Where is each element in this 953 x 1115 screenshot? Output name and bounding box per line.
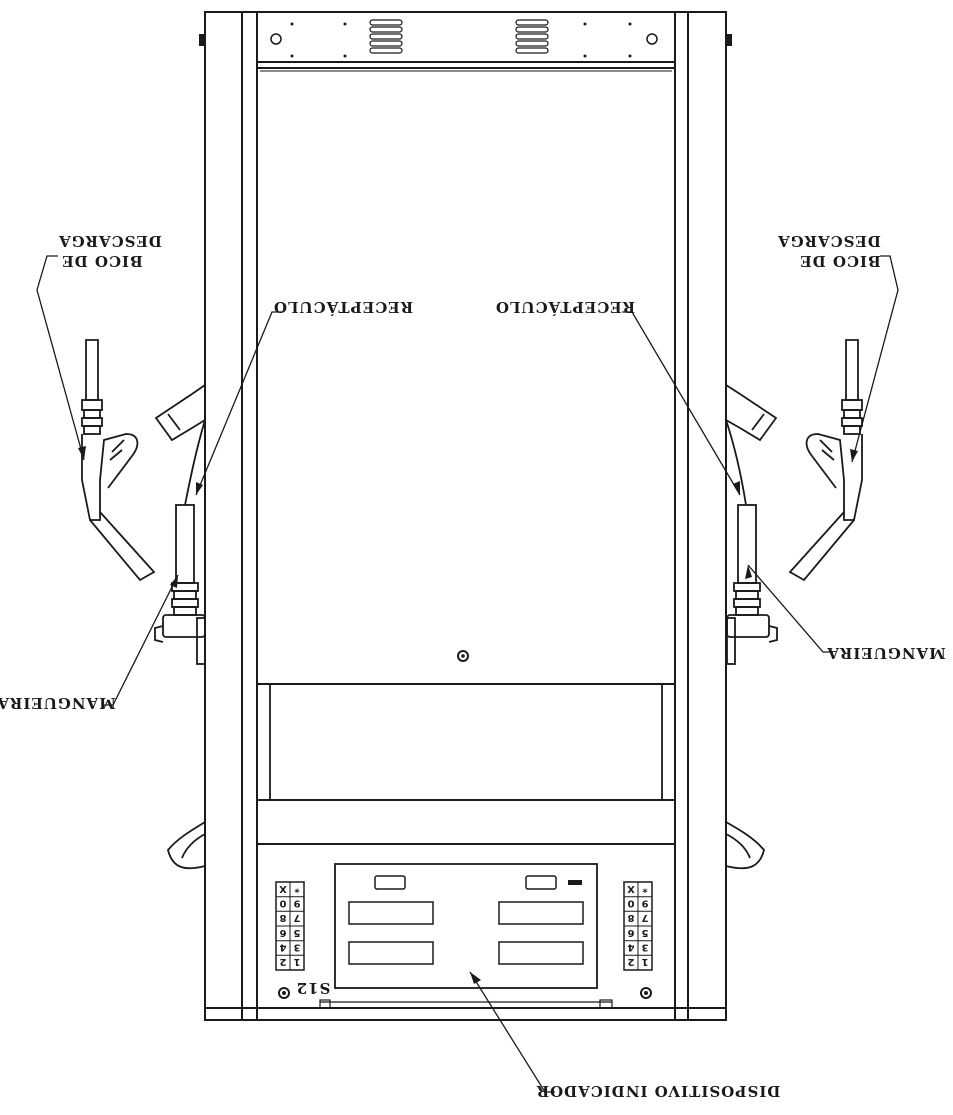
keypad-key: 0 (627, 898, 634, 909)
top-vent-panel (199, 19, 732, 58)
display-window (348, 901, 434, 925)
keypad-right: 1 2 3 4 5 6 7 8 9 0 * X (623, 881, 653, 971)
keypad-key: X (627, 883, 635, 894)
keypad-key: 3 (641, 942, 648, 953)
hose-right-label: MANGUEIRA (826, 644, 945, 662)
display-head: S12 (256, 843, 676, 1009)
keypad-left: 1 2 3 4 5 6 7 8 9 0 * X (275, 881, 305, 971)
keypad-key: 6 (627, 927, 634, 938)
left-grab-handle (167, 821, 206, 870)
model-label-group: S12 (296, 979, 331, 997)
keypad-key: 5 (641, 927, 648, 938)
keypad-key: 5 (293, 927, 300, 938)
keypad-key: 4 (627, 942, 634, 953)
keypad-key: 7 (641, 912, 648, 923)
left-discharge-nozzle (81, 339, 156, 582)
keypad-key: 6 (279, 927, 286, 938)
keypad-key: 7 (293, 912, 300, 923)
keypad-key: 2 (627, 956, 634, 967)
keypad-key: * (294, 883, 300, 894)
right-discharge-nozzle (788, 339, 863, 582)
indicator-device-label: DISPOSITIVO INDICADOR (536, 1082, 781, 1100)
main-door-panel (256, 67, 676, 685)
vent-slots-right (515, 19, 549, 54)
keypad-key: 8 (279, 912, 286, 923)
left-nozzle-holster (154, 384, 206, 442)
door-lock (457, 650, 469, 662)
cabinet-frame (204, 11, 727, 1021)
vent-slots-left (369, 19, 403, 54)
receptacle-right-label: RECEPTÁCULO (495, 298, 635, 316)
lower-recess (256, 683, 676, 845)
nozzle-left-label-line2: BICO DE (61, 252, 142, 270)
keypad-key: 8 (627, 912, 634, 923)
right-grab-handle (725, 821, 765, 870)
leader-lines (36, 255, 899, 1093)
display-window (498, 941, 584, 965)
keypad-key: 3 (293, 942, 300, 953)
keypad-key: 9 (293, 898, 300, 909)
nozzle-right-label-line2: BICO DE (799, 252, 880, 270)
keypad-key: 9 (641, 898, 648, 909)
display-window (498, 901, 584, 925)
keypad-key: 0 (279, 898, 286, 909)
right-nozzle-holster (725, 384, 778, 442)
keypad-key: * (642, 883, 648, 894)
callout-labels: DESCARGA BICO DE DESCARGA BICO DE RECEPT… (0, 232, 946, 1100)
keypad-key: 2 (279, 956, 286, 967)
display-window (348, 941, 434, 965)
arrowheads (78, 446, 858, 984)
hose-left-label: MANGUEIRA (0, 694, 116, 712)
keypad-key: 4 (279, 942, 286, 953)
nozzle-left-label-line1: DESCARGA (58, 232, 162, 250)
keypad-key: 1 (293, 956, 300, 967)
keypad-key: 1 (641, 956, 648, 967)
left-hose (154, 419, 206, 665)
keypad-key: X (279, 883, 287, 894)
nozzle-right-label-line1: DESCARGA (777, 232, 881, 250)
receptacle-left-label: RECEPTÁCULO (273, 298, 413, 316)
right-hose (725, 419, 778, 665)
indicator-panel (334, 863, 598, 989)
model-label: S12 (296, 979, 331, 997)
